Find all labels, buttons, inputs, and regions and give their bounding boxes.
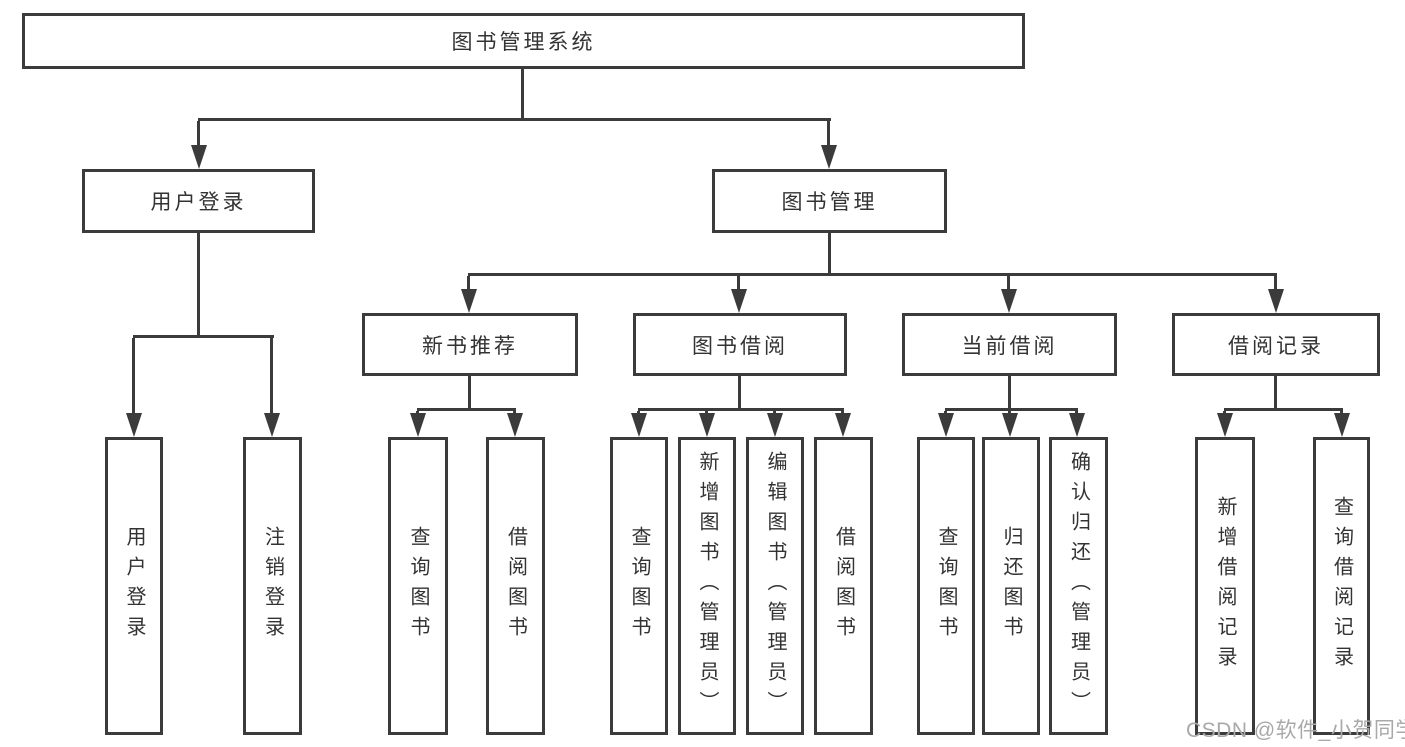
connector-arrow-stem (827, 121, 830, 153)
connector-current-borrow-stem (1008, 374, 1011, 408)
leaf-edit-books-admin-label: 编辑图书（管理员） (764, 451, 786, 721)
connector-user-login-rail (133, 335, 274, 338)
arrow-down-icon (938, 413, 954, 437)
leaf-add-borrow-record-label: 新增借阅记录 (1214, 496, 1236, 676)
connector-arrow-stem (132, 338, 135, 421)
node-book-management-label: 图书管理 (781, 191, 878, 214)
node-library-system: 图书管理系统 (22, 13, 1025, 69)
leaf-query-borrow-record-label: 查询借阅记录 (1330, 496, 1353, 676)
arrow-down-icon (191, 145, 207, 169)
leaf-confirm-return-admin-label: 确认归还（管理员） (1067, 451, 1090, 721)
leaf-add-books-admin: 新增图书（管理员） (678, 437, 736, 735)
leaf-user-login: 用户登录 (105, 437, 163, 735)
connector-borrow-records-rail (1224, 408, 1343, 411)
leaf-borrowing-borrow-books: 借阅图书 (814, 437, 873, 735)
node-new-book-recommend: 新书推荐 (362, 313, 578, 376)
arrow-down-icon (1268, 289, 1284, 313)
node-current-borrowing: 当前借阅 (902, 313, 1117, 376)
arrow-down-icon (699, 413, 715, 437)
node-current-borrowing-label: 当前借阅 (961, 334, 1058, 358)
connector-level2-rail (198, 118, 831, 121)
connector-root-stem (521, 67, 524, 118)
leaf-return-books-label: 归还图书 (1000, 526, 1022, 646)
arrow-down-icon (821, 145, 837, 169)
leaf-borrowing-query-books-label: 查询图书 (628, 526, 650, 646)
leaf-current-query-books-label: 查询图书 (935, 526, 957, 646)
leaf-current-query-books: 查询图书 (917, 437, 975, 735)
node-borrowing-records-label: 借阅记录 (1228, 334, 1324, 358)
leaf-recommend-query-books: 查询图书 (388, 437, 448, 735)
connector-arrow-stem (1007, 276, 1010, 297)
arrow-down-icon (461, 289, 477, 313)
leaf-borrowing-query-books: 查询图书 (610, 437, 668, 735)
arrow-down-icon (1334, 413, 1350, 437)
node-user-login-label: 用户登录 (150, 191, 247, 214)
connector-arrow-stem (270, 338, 273, 421)
connector-arrow-stem (197, 121, 200, 153)
connector-borrow-records-stem (1274, 374, 1277, 408)
connector-user-login-stem (197, 231, 200, 335)
connector-book-mgmt-stem (828, 231, 831, 273)
arrow-down-icon (1217, 413, 1233, 437)
node-book-borrowing-label: 图书借阅 (692, 334, 788, 358)
leaf-confirm-return-admin: 确认归还（管理员） (1049, 437, 1108, 735)
arrow-down-icon (507, 413, 523, 437)
connector-new-book-rail (417, 408, 516, 411)
arrow-down-icon (631, 413, 647, 437)
leaf-recommend-borrow-books: 借阅图书 (486, 437, 545, 735)
arrow-down-icon (835, 413, 851, 437)
node-user-login: 用户登录 (82, 169, 315, 233)
arrow-down-icon (1069, 413, 1085, 437)
leaf-query-borrow-record: 查询借阅记录 (1313, 437, 1370, 735)
node-borrowing-records: 借阅记录 (1172, 313, 1380, 376)
connector-level3-rail (468, 273, 1277, 276)
leaf-recommend-borrow-books-label: 借阅图书 (504, 526, 527, 646)
connector-arrow-stem (1274, 276, 1277, 297)
arrow-down-icon (126, 413, 142, 437)
leaf-borrowing-borrow-books-label: 借阅图书 (832, 526, 855, 646)
connector-current-borrow-rail (945, 408, 1078, 411)
arrow-down-icon (264, 413, 280, 437)
node-book-borrowing: 图书借阅 (633, 313, 847, 376)
leaf-recommend-query-books-label: 查询图书 (407, 526, 429, 646)
leaf-logout-label: 注销登录 (261, 526, 284, 646)
arrow-down-icon (1002, 413, 1018, 437)
leaf-add-borrow-record: 新增借阅记录 (1195, 437, 1255, 735)
leaf-add-books-admin-label: 新增图书（管理员） (696, 451, 718, 721)
arrow-down-icon (767, 413, 783, 437)
arrow-down-icon (731, 289, 747, 313)
connector-arrow-stem (737, 276, 740, 297)
connector-book-borrow-rail (638, 408, 844, 411)
node-library-system-label: 图书管理系统 (451, 31, 596, 54)
arrow-down-icon (410, 413, 426, 437)
leaf-return-books: 归还图书 (982, 437, 1040, 735)
leaf-user-login-label: 用户登录 (123, 526, 145, 646)
connector-new-book-stem (468, 374, 471, 408)
node-new-book-recommend-label: 新书推荐 (422, 334, 518, 358)
connector-book-borrow-stem (738, 374, 741, 408)
arrow-down-icon (1001, 289, 1017, 313)
connector-arrow-stem (467, 276, 470, 297)
leaf-logout: 注销登录 (243, 437, 302, 735)
leaf-edit-books-admin: 编辑图书（管理员） (746, 437, 804, 735)
node-book-management: 图书管理 (712, 169, 947, 233)
watermark: CSDN @软件_小贺同学 (1186, 719, 1405, 742)
